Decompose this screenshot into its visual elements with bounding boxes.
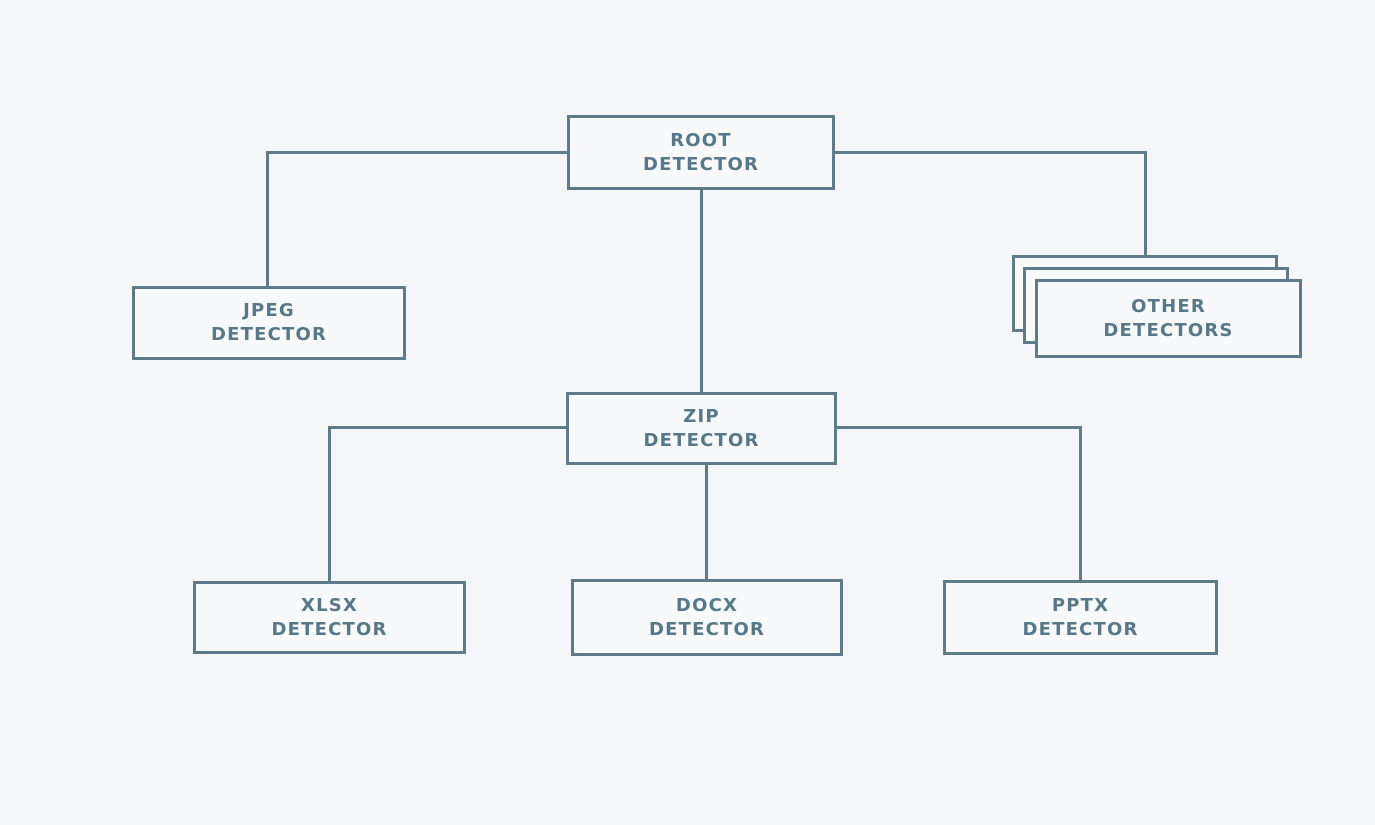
node-zip-label-line2: DETECTOR bbox=[643, 429, 760, 451]
node-xlsx-detector: XLSX DETECTOR bbox=[193, 581, 466, 654]
node-other-detectors: OTHER DETECTORS bbox=[1035, 279, 1302, 358]
edge-zip-xlsx-vertical bbox=[328, 426, 331, 584]
node-pptx-label-line2: DETECTOR bbox=[1022, 618, 1139, 640]
edge-zip-pptx-vertical bbox=[1079, 426, 1082, 583]
edge-root-other-vertical bbox=[1144, 151, 1147, 258]
edge-zip-pptx-horizontal bbox=[834, 426, 1082, 429]
edge-root-zip-vertical bbox=[700, 187, 703, 395]
edge-root-jpeg-horizontal bbox=[266, 151, 570, 154]
node-jpeg-label-line2: DETECTOR bbox=[210, 324, 328, 345]
node-other-label-line2: DETECTORS bbox=[1103, 319, 1234, 341]
node-jpeg-label-line1: JPEG bbox=[243, 300, 295, 321]
node-root-label-line1: ROOT bbox=[670, 129, 732, 151]
edge-zip-xlsx-horizontal bbox=[328, 426, 569, 429]
node-jpeg-detector: JPEG DETECTOR bbox=[132, 286, 406, 360]
node-docx-label-line1: DOCX bbox=[675, 594, 739, 616]
node-root-detector: ROOT DETECTOR bbox=[567, 115, 835, 190]
node-xlsx-label-line1: XLSX bbox=[301, 594, 358, 616]
node-xlsx-label-line2: DETECTOR bbox=[271, 618, 388, 640]
node-other-label-line1: OTHER bbox=[1131, 295, 1206, 317]
edge-root-other-horizontal bbox=[832, 151, 1147, 154]
node-pptx-label-line1: PPTX bbox=[1051, 594, 1110, 616]
edge-zip-docx-vertical bbox=[705, 462, 708, 582]
node-zip-detector: ZIP DETECTOR bbox=[566, 392, 837, 465]
node-docx-detector: DOCX DETECTOR bbox=[571, 579, 843, 656]
node-pptx-detector: PPTX DETECTOR bbox=[943, 580, 1218, 655]
node-root-label-line2: DETECTOR bbox=[642, 153, 760, 175]
node-zip-label-line1: ZIP bbox=[683, 405, 720, 427]
node-docx-label-line2: DETECTOR bbox=[648, 618, 766, 640]
edge-root-jpeg-vertical bbox=[266, 151, 269, 289]
